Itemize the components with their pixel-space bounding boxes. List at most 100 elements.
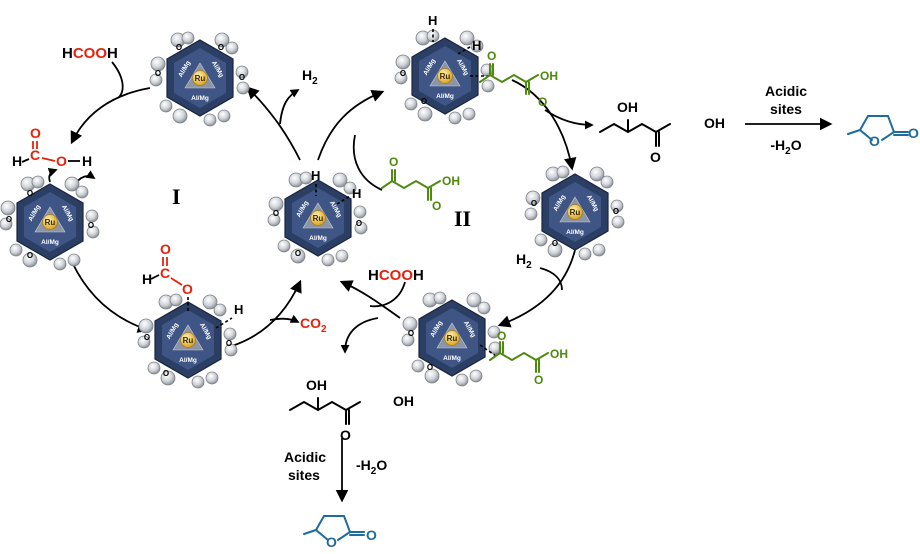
ru-label: Ru bbox=[440, 72, 451, 81]
svg-text:O: O bbox=[182, 281, 193, 297]
oxygen-label: O bbox=[427, 363, 433, 372]
arrow-cycle-i-left bbox=[71, 261, 151, 333]
cycle-ii-label: II bbox=[454, 206, 471, 231]
svg-text:OH: OH bbox=[540, 69, 558, 83]
arrow-cycle-ii-bottom bbox=[339, 280, 401, 319]
oxygen-label: O bbox=[356, 219, 362, 228]
svg-text:O: O bbox=[534, 373, 543, 387]
co2-release-label: CO2 bbox=[300, 315, 327, 335]
svg-text:O: O bbox=[326, 534, 337, 550]
svg-text:O: O bbox=[366, 527, 377, 543]
svg-text:OH: OH bbox=[442, 174, 460, 188]
oxygen-label: O bbox=[27, 251, 33, 260]
svg-text:H: H bbox=[352, 186, 361, 201]
hydrogen-release-label: H2 bbox=[302, 67, 318, 87]
lactonization-conditions-bottom: Acidic sites -H2O bbox=[284, 449, 387, 483]
arrow-h2-in bbox=[539, 267, 563, 291]
oxygen-label: O bbox=[531, 199, 537, 208]
oxygen-label: O bbox=[295, 249, 301, 258]
arrow-co2-out bbox=[269, 314, 300, 323]
oxygen-label: O bbox=[400, 69, 406, 78]
arrow-cycle-ii-top-right bbox=[511, 79, 577, 171]
arrow-hpa-out-bottom bbox=[340, 317, 379, 354]
svg-text:H: H bbox=[142, 271, 152, 287]
svg-text:C: C bbox=[160, 265, 170, 281]
svg-text:Acidic: Acidic bbox=[765, 83, 807, 99]
svg-text:O: O bbox=[432, 199, 441, 213]
formic-acid-label: HCOOH bbox=[62, 45, 118, 62]
cycle-i-label: I bbox=[172, 184, 181, 209]
svg-text:H: H bbox=[428, 13, 437, 28]
svg-text:H: H bbox=[82, 153, 92, 169]
svg-text:O: O bbox=[56, 153, 67, 169]
svg-text:O: O bbox=[389, 155, 398, 169]
gvl-product-right: O O bbox=[847, 115, 919, 149]
ru-label: Ru bbox=[447, 334, 458, 343]
svg-text:O: O bbox=[160, 241, 171, 257]
svg-text:O: O bbox=[497, 329, 506, 343]
svg-text:O: O bbox=[908, 125, 919, 141]
oxygen-label: O bbox=[552, 239, 558, 248]
hydroxy-acid-product-top: OH OH O bbox=[599, 99, 725, 165]
hydroxy-acid-product-bottom: OH OH O bbox=[289, 377, 414, 443]
svg-text:OH: OH bbox=[617, 99, 638, 115]
arrow-hpa-out-top bbox=[544, 109, 594, 130]
svg-text:H: H bbox=[12, 153, 22, 169]
al-mg-label: Al/Mg bbox=[566, 229, 584, 236]
svg-text:H: H bbox=[311, 168, 320, 183]
hydrogen-uptake-label: H2 bbox=[516, 251, 532, 271]
ru-label: Ru bbox=[183, 336, 194, 345]
metal-labels: Ru Ru Ru Ru Ru Ru Ru bbox=[45, 72, 581, 345]
oxygen-label: O bbox=[613, 207, 619, 216]
oxygen-label: O bbox=[273, 209, 279, 218]
oxygen-label: O bbox=[239, 73, 245, 82]
reaction-arrows bbox=[47, 61, 833, 503]
hydride-intermediate: H H bbox=[311, 168, 361, 205]
al-mg-label: Al/Mg bbox=[191, 95, 209, 102]
arrow-cycle-i-top bbox=[70, 87, 151, 145]
arrow-cycle-ii-right bbox=[497, 249, 576, 328]
arrow-la-in bbox=[352, 134, 383, 191]
surface-oxygen-labels: O O O O O O O O O O O O O O O O O O O O … bbox=[6, 43, 619, 378]
svg-text:-H2O: -H2O bbox=[356, 457, 387, 477]
svg-text:O: O bbox=[340, 427, 351, 443]
svg-text:-H2O: -H2O bbox=[770, 137, 801, 157]
svg-text:H: H bbox=[472, 38, 481, 53]
oxygen-label: O bbox=[226, 339, 232, 348]
gvl-product-bottom: O O bbox=[303, 515, 377, 550]
ru-label: Ru bbox=[570, 208, 581, 217]
al-mg-label: Al/Mg bbox=[41, 239, 59, 246]
svg-text:Acidic: Acidic bbox=[284, 449, 326, 465]
svg-text:sites: sites bbox=[288, 467, 320, 483]
al-mg-label: Al/Mg bbox=[179, 357, 197, 364]
oxygen-label: O bbox=[408, 329, 414, 338]
oxygen-label: O bbox=[155, 69, 161, 78]
svg-text:sites: sites bbox=[770, 101, 802, 117]
oxygen-label: O bbox=[421, 97, 427, 106]
al-mg-label: Al/Mg bbox=[309, 235, 327, 242]
formate-intermediate: O C H O H bbox=[142, 241, 243, 329]
svg-text:O: O bbox=[538, 95, 547, 109]
svg-text:OH: OH bbox=[550, 347, 568, 361]
dihydride-la-intermediate: H H O O OH bbox=[428, 13, 558, 109]
svg-text:H: H bbox=[234, 302, 243, 317]
al-mg-label: Al/Mg bbox=[436, 93, 454, 100]
lactonization-conditions-right: Acidic sites -H2O bbox=[765, 83, 807, 157]
formic-acid-label-2: HCOOH bbox=[368, 267, 424, 284]
svg-text:C: C bbox=[30, 147, 40, 163]
arrow-cycle-i-bottom bbox=[231, 279, 302, 347]
oxygen-label: O bbox=[6, 215, 12, 224]
oxygen-label: O bbox=[88, 221, 94, 230]
arrow-cycle-ii-up bbox=[317, 89, 385, 161]
formic-acid-structure: O C H O H bbox=[12, 125, 92, 169]
ru-label: Ru bbox=[195, 74, 206, 83]
ru-label: Ru bbox=[313, 214, 324, 223]
svg-text:O: O bbox=[30, 125, 41, 141]
svg-text:OH: OH bbox=[393, 393, 414, 409]
arrow-hcooh-in bbox=[111, 61, 124, 99]
al-mg-label: Al/Mg bbox=[443, 355, 461, 362]
arrow-oh-swing-2 bbox=[47, 168, 58, 183]
oxygen-label: O bbox=[218, 43, 224, 52]
svg-text:O: O bbox=[650, 149, 661, 165]
svg-text:OH: OH bbox=[704, 115, 725, 131]
